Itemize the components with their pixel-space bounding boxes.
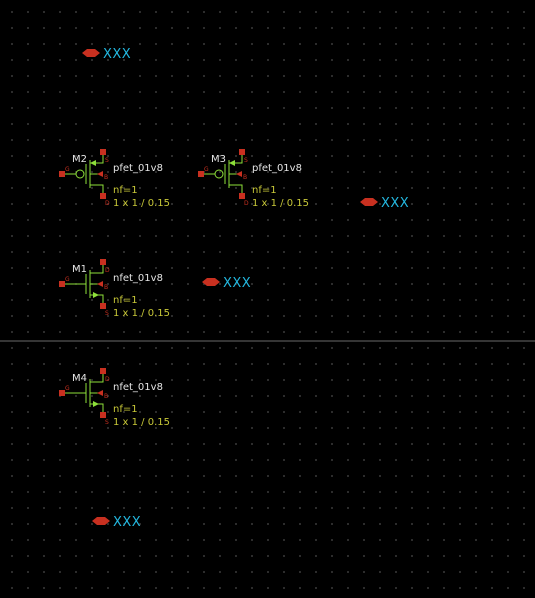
net-pin-icon xyxy=(360,198,378,206)
size-param: 1 x 1 / 0.15 xyxy=(113,308,170,319)
bottom-terminal-lead xyxy=(229,184,243,196)
bulk-pin-label: B xyxy=(104,174,108,181)
top-pin-label: D xyxy=(105,267,110,274)
bottom-terminal-lead xyxy=(90,184,104,196)
size-param: 1 x 1 / 0.15 xyxy=(113,198,170,209)
pin-top[interactable] xyxy=(100,368,106,374)
bulk-arrow-icon xyxy=(97,281,103,287)
transistor-m3[interactable]: G S D B M3 pfet_01v8 nf=1 1 x 1 / 0.15 xyxy=(198,149,309,209)
bottom-pin-label: D xyxy=(244,200,249,207)
pin-bottom[interactable] xyxy=(239,193,245,199)
net-name: XXX xyxy=(103,47,131,62)
source-arrow-icon xyxy=(90,160,96,166)
instance-name: M1 xyxy=(72,264,87,275)
top-pin-label: D xyxy=(105,376,110,383)
gate-bubble-icon xyxy=(214,169,224,179)
bulk-pin-label: B xyxy=(243,174,247,181)
gate-pin-label: G xyxy=(65,276,70,283)
net-name: XXX xyxy=(223,276,251,291)
pin-bottom[interactable] xyxy=(100,412,106,418)
gate-pin-label: G xyxy=(204,166,209,173)
bulk-arrow-icon xyxy=(236,171,242,177)
source-arrow-icon xyxy=(93,292,99,298)
bulk-arrow-icon xyxy=(97,390,103,396)
net-pin-icon xyxy=(202,278,220,286)
instance-name: M3 xyxy=(211,154,226,165)
size-param: 1 x 1 / 0.15 xyxy=(252,198,309,209)
transistor-m4[interactable]: G D S B M4 nfet_01v8 nf=1 1 x 1 / 0.15 xyxy=(59,368,170,428)
instance-name: M2 xyxy=(72,154,87,165)
cell-name: nfet_01v8 xyxy=(113,273,163,284)
top-pin-label: S xyxy=(105,157,109,164)
transistor-m1[interactable]: G D S B M1 nfet_01v8 nf=1 1 x 1 / 0.15 xyxy=(59,259,170,319)
gate-pin-label: G xyxy=(65,385,70,392)
pin-top[interactable] xyxy=(100,149,106,155)
cell-name: pfet_01v8 xyxy=(113,163,163,174)
net-label[interactable]: XXX xyxy=(202,276,251,291)
pin-bottom[interactable] xyxy=(100,193,106,199)
instance-name: M4 xyxy=(72,373,87,384)
pin-gate[interactable] xyxy=(198,171,204,177)
pin-gate[interactable] xyxy=(59,171,65,177)
pin-top[interactable] xyxy=(239,149,245,155)
net-pin-icon xyxy=(92,517,110,525)
bulk-pin-label: B xyxy=(104,284,108,291)
nf-param: nf=1 xyxy=(113,295,138,306)
top-terminal-lead xyxy=(90,262,104,274)
cell-name: nfet_01v8 xyxy=(113,382,163,393)
pin-bottom[interactable] xyxy=(100,303,106,309)
net-label[interactable]: XXX xyxy=(360,196,409,211)
size-param: 1 x 1 / 0.15 xyxy=(113,417,170,428)
source-arrow-icon xyxy=(229,160,235,166)
pin-gate[interactable] xyxy=(59,281,65,287)
cell-name: pfet_01v8 xyxy=(252,163,302,174)
bottom-pin-label: S xyxy=(105,310,109,317)
net-name: XXX xyxy=(381,196,409,211)
pin-top[interactable] xyxy=(100,259,106,265)
top-pin-label: S xyxy=(244,157,248,164)
net-label[interactable]: XXX xyxy=(82,47,131,62)
pin-gate[interactable] xyxy=(59,390,65,396)
net-pin-icon xyxy=(82,49,100,57)
net-name: XXX xyxy=(113,515,141,530)
gate-pin-label: G xyxy=(65,166,70,173)
transistor-m2[interactable]: G S D B M2 pfet_01v8 nf=1 1 x 1 / 0.15 xyxy=(59,149,170,209)
gate-bubble-icon xyxy=(75,169,85,179)
source-arrow-icon xyxy=(93,401,99,407)
nf-param: nf=1 xyxy=(113,185,138,196)
net-label[interactable]: XXX xyxy=(92,515,141,530)
bulk-arrow-icon xyxy=(97,171,103,177)
bottom-pin-label: D xyxy=(105,200,110,207)
nf-param: nf=1 xyxy=(252,185,277,196)
bulk-pin-label: B xyxy=(104,393,108,400)
bottom-pin-label: S xyxy=(105,419,109,426)
top-terminal-lead xyxy=(90,371,104,383)
nf-param: nf=1 xyxy=(113,404,138,415)
